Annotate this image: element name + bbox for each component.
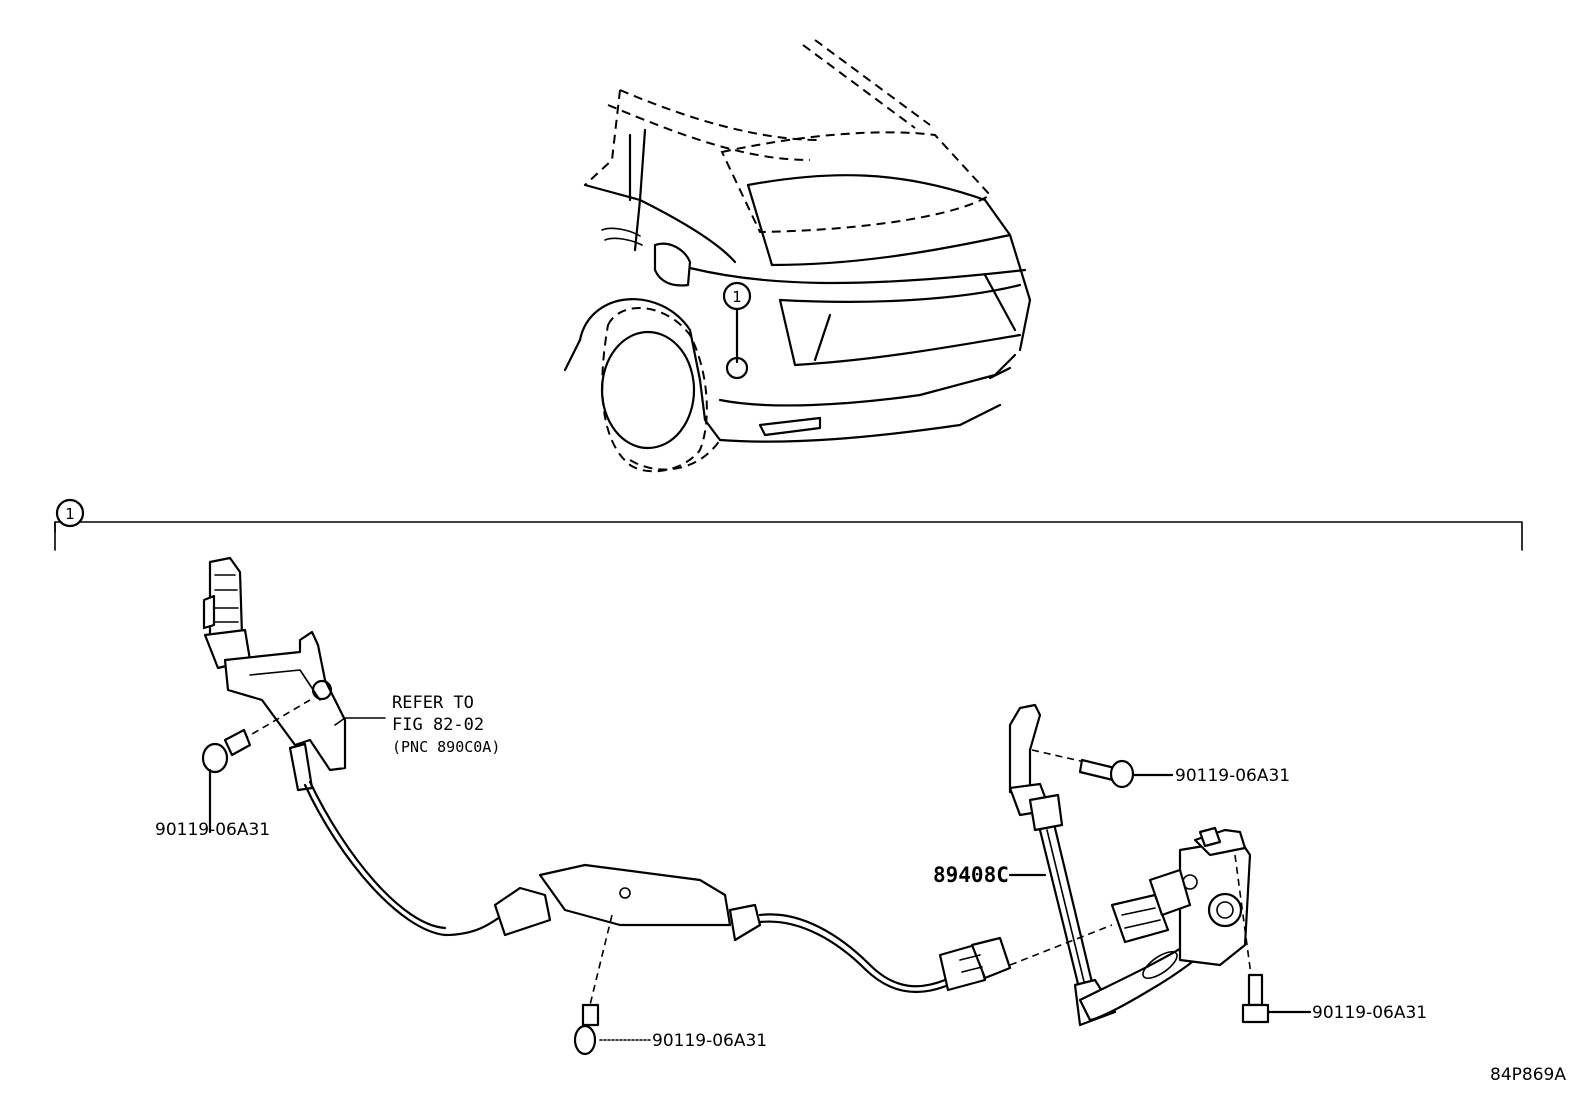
refer-note: REFER TO FIG 82-02 (PNC 890C0A)	[392, 693, 500, 756]
part-code-bolt-lower-right: 90119-06A31	[1312, 1003, 1427, 1023]
left-connector-assembly	[202, 556, 386, 792]
callout-marker-section-number: 1	[65, 505, 75, 523]
bolt-lower-right: 90119-06A31	[1241, 973, 1427, 1024]
callout-marker-vehicle-number: 1	[732, 288, 742, 306]
bolt-left: 90119-06A31	[155, 699, 311, 840]
part-code-bolt-bottom-mid: 90119-06A31	[652, 1031, 767, 1051]
sensor-location-marker	[725, 356, 749, 380]
part-code-bolt-upper-right: 90119-06A31	[1175, 766, 1290, 786]
refer-note-line2: FIG 82-02	[392, 715, 484, 735]
callout-marker-vehicle	[722, 281, 752, 311]
section-bracket: 1	[54, 498, 1523, 551]
refer-note-line3: (PNC 890C0A)	[392, 738, 500, 756]
part-code-bolt-left: 90119-06A31	[155, 820, 270, 840]
wire-harness	[303, 780, 1012, 993]
bolt-upper-right: 90119-06A31	[1078, 758, 1290, 789]
sensor-label: 89408C	[933, 863, 1047, 887]
refer-note-line1: REFER TO	[392, 693, 474, 713]
bolt-bottom-mid: 90119-06A31	[573, 914, 767, 1056]
figure-code: 84P869A	[1490, 1065, 1566, 1085]
callout-marker-section	[55, 498, 85, 528]
part-code-sensor: 89408C	[933, 863, 1009, 887]
vehicle-rear-view: 1	[563, 39, 1032, 473]
height-sensor-assembly	[1008, 703, 1256, 1027]
